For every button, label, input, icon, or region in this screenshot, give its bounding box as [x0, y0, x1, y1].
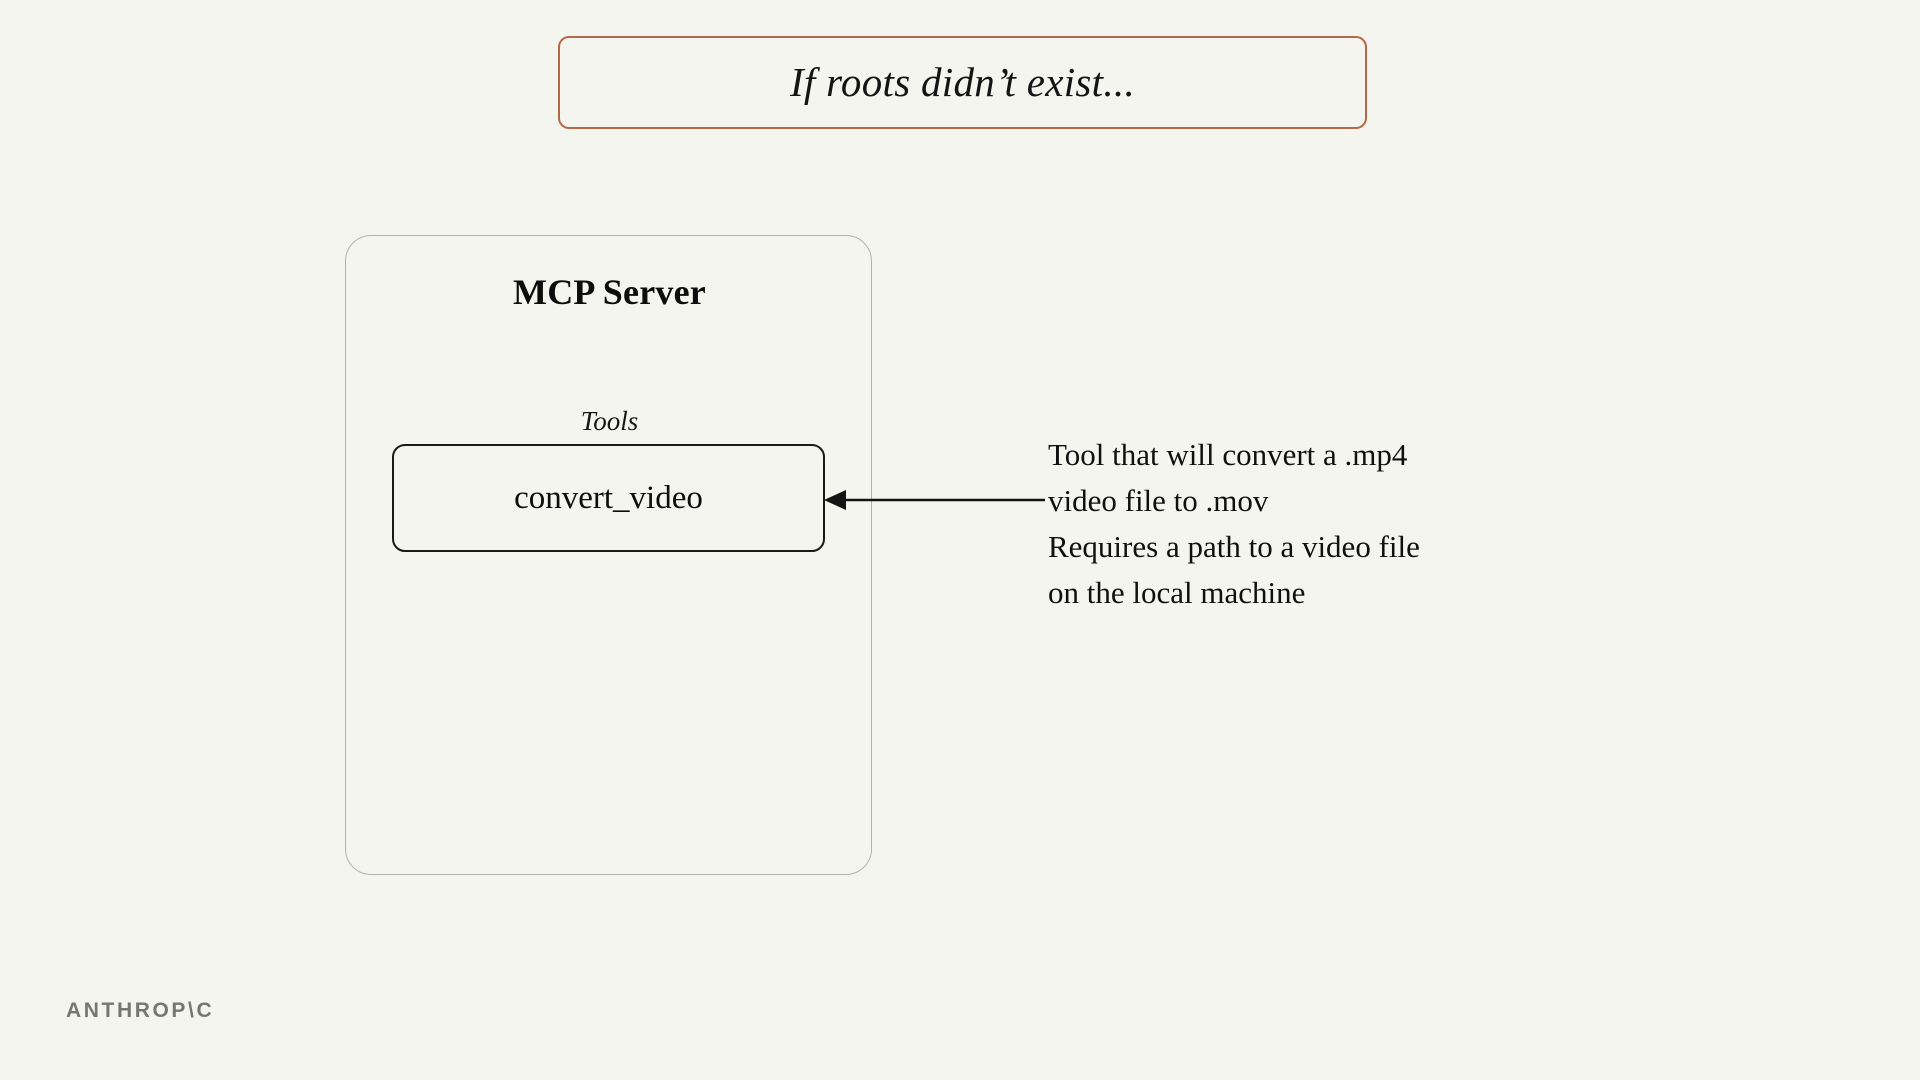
annotation-line-3: Requires a path to a video file: [1048, 529, 1420, 564]
mcp-server-panel: MCP Server Tools: [345, 235, 872, 875]
left-arrow-icon: [824, 490, 1045, 510]
annotation-line-1: Tool that will convert a .mp4: [1048, 437, 1408, 472]
tool-annotation: Tool that will convert a .mp4 video file…: [1048, 432, 1608, 616]
slide-title-box: If roots didn’t exist...: [558, 36, 1367, 129]
annotation-line-2: video file to .mov: [1048, 483, 1269, 518]
tool-card-convert-video[interactable]: convert_video: [392, 444, 825, 552]
tools-section-label: Tools: [580, 406, 639, 436]
anthropic-logo: ANTHROP\C: [66, 999, 215, 1022]
mcp-server-heading: MCP Server: [513, 272, 706, 312]
tool-name-label: convert_video: [514, 479, 703, 516]
annotation-line-4: on the local machine: [1048, 575, 1306, 610]
slide-title-text: If roots didn’t exist...: [789, 59, 1136, 105]
